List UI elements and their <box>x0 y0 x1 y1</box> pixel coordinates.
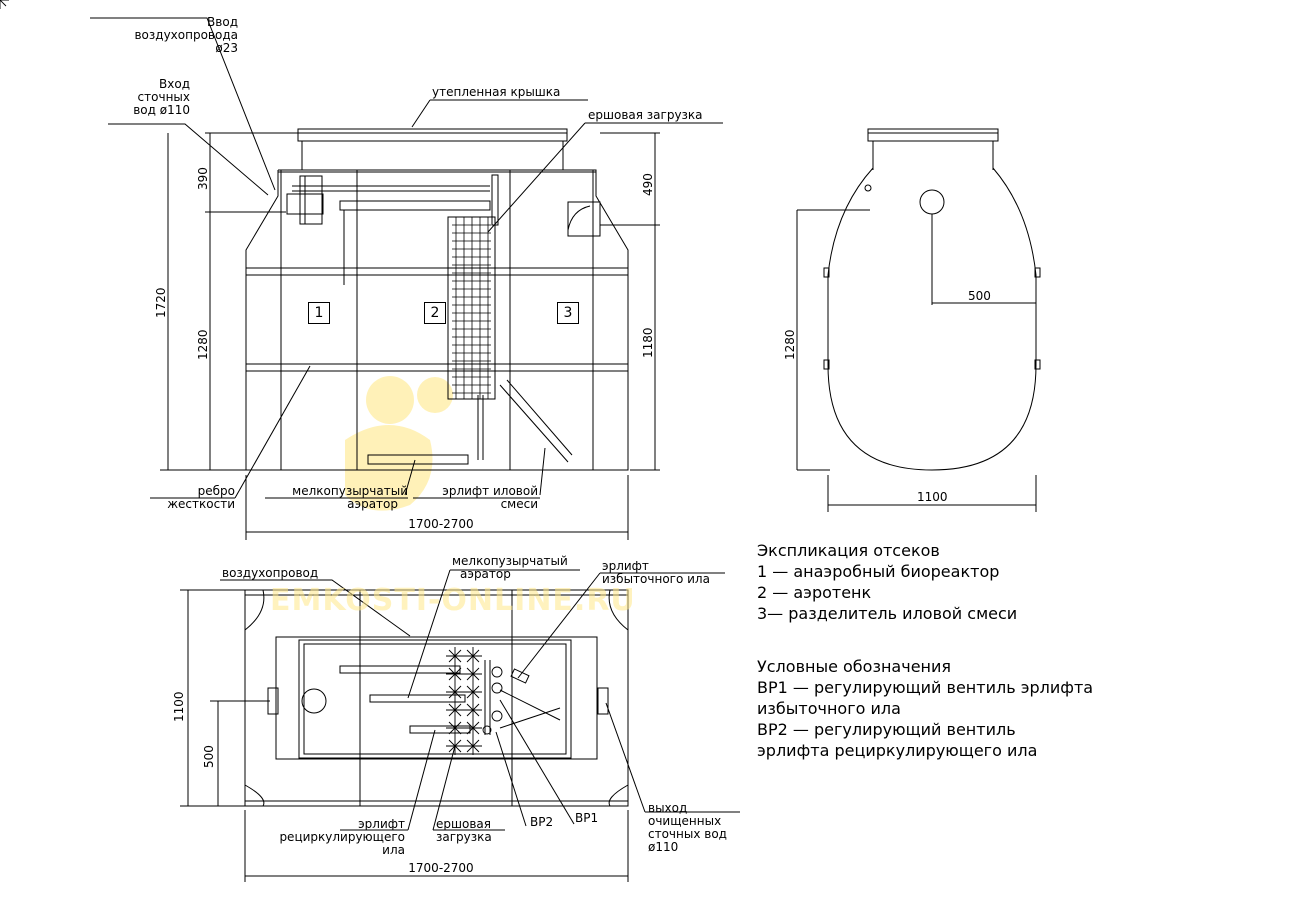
dim-plan-length: 1700-2700 <box>408 861 474 875</box>
dim-1720: 1720 <box>154 287 168 318</box>
tank-cross-section <box>827 167 1037 471</box>
dim-1180: 1180 <box>641 327 655 358</box>
brush-media-label: ершовая загрузка <box>588 108 703 122</box>
explication-item-1: 1 — анаэробный биореактор <box>757 562 1000 581</box>
dim-1100-end: 1100 <box>917 490 948 504</box>
dim-390: 390 <box>196 167 210 190</box>
insulated-lid-label: утепленная крышка <box>432 85 561 99</box>
insulated-lid-shape <box>297 128 568 142</box>
dim-side-length: 1700-2700 <box>408 517 474 531</box>
compartment-2: 2 <box>424 302 446 324</box>
compartment-1: 1 <box>308 302 330 324</box>
plan-dimensions <box>180 569 740 882</box>
watermark-logo <box>345 376 453 511</box>
compartment-3: 3 <box>557 302 579 324</box>
dim-1100-plan: 1100 <box>172 691 186 722</box>
dim-1280-end: 1280 <box>783 329 797 360</box>
watermark-text: EMKOSTI-ONLINE.RU <box>270 583 636 618</box>
side-leaders <box>90 17 723 499</box>
end-view <box>796 128 1041 512</box>
brush-media-shape <box>447 216 496 400</box>
plan-view <box>244 589 629 807</box>
dim-490: 490 <box>641 173 655 196</box>
air-line-label: воздухопровод <box>222 566 319 580</box>
tank-outline <box>245 169 629 471</box>
dim-500-plan: 500 <box>202 745 216 768</box>
explication-item-3: 3— разделитель иловой смеси <box>757 604 1018 623</box>
dim-500-end: 500 <box>968 289 991 303</box>
aerator-diffusers <box>0 0 503 756</box>
symbols-item-4: эрлифта рециркулирующего ила <box>757 741 1038 760</box>
symbols-item-2: избыточного ила <box>757 699 901 718</box>
legend-explication: Экспликация отсеков 1 — анаэробный биоре… <box>757 540 1017 624</box>
explication-title: Экспликация отсеков <box>757 541 940 560</box>
dim-1280: 1280 <box>196 329 210 360</box>
explication-item-2: 2 — аэротенк <box>757 583 872 602</box>
symbols-title: Условные обозначения <box>757 657 952 676</box>
symbols-item-3: ВР2 — регулирующий вентиль <box>757 720 1016 739</box>
valve-vr2-label: ВР2 <box>530 815 554 829</box>
legend-symbols: Условные обозначения ВР1 — регулирующий … <box>757 656 1093 761</box>
side-view <box>245 128 629 471</box>
side-dimensions <box>160 132 660 540</box>
symbols-item-1: ВР1 — регулирующий вентиль эрлифта <box>757 678 1094 697</box>
valve-vr1-label: ВР1 <box>575 811 599 825</box>
